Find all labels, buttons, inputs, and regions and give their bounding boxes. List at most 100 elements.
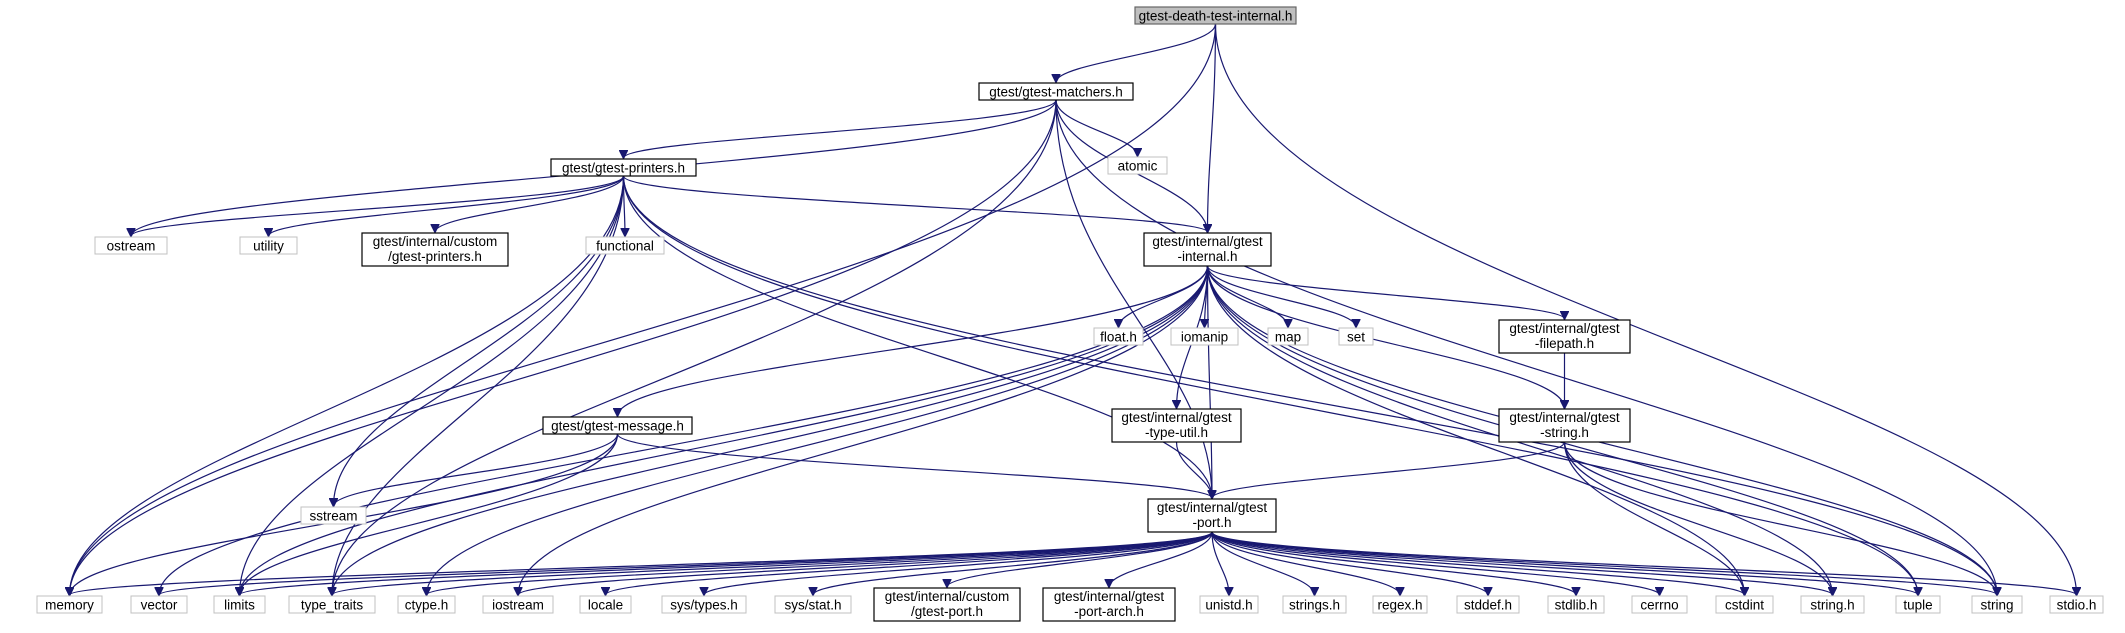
node-box (36, 595, 103, 614)
node-gtest-gtest-matchers-h[interactable]: gtest/gtest-matchers.h (978, 82, 1134, 101)
edge-gstring-to-string (1563, 441, 1998, 595)
edge-port-to-custom_port (947, 531, 1213, 587)
node-box (661, 595, 747, 614)
node-ctype-h: ctype.h (397, 595, 456, 614)
edge-printers-to-utility (269, 175, 625, 236)
node-label: -filepath.h (1535, 336, 1594, 351)
node-stdio-h: stdio.h (2049, 595, 2104, 614)
node-vector: vector (130, 595, 188, 614)
node-box (1134, 6, 1297, 25)
node-stddef-h: stddef.h (1456, 595, 1520, 614)
edge-root-to-matchers (1056, 23, 1217, 82)
node-float-h: float.h (1093, 327, 1144, 346)
edge-internal-to-stringh (1206, 265, 1833, 595)
node-gtest-gtest-message-h[interactable]: gtest/gtest-message.h (542, 416, 693, 435)
node-label: gtest/internal/custom (373, 234, 498, 249)
node-label: gtest-death-test-internal.h (1139, 9, 1293, 24)
node-label: functional (596, 239, 654, 254)
node-gtest-internal-gtest-filepath-h[interactable]: gtest/internal/gtest-filepath.h (1498, 319, 1631, 354)
node-label: unistd.h (1205, 598, 1252, 613)
edge-internal-to-tuple (1206, 265, 1919, 595)
edge-matchers-to-port (1055, 99, 1212, 498)
edge-port-to-limits (240, 531, 1213, 595)
node-label: sstream (309, 509, 357, 524)
edge-internal-to-port (1206, 265, 1213, 498)
node-box (978, 82, 1134, 101)
node-label: cerrno (1640, 598, 1678, 613)
node-box (1498, 408, 1631, 443)
node-gtest-gtest-printers-h[interactable]: gtest/gtest-printers.h (550, 158, 697, 177)
edge-printers-to-tuple (622, 175, 1919, 595)
edge-printers-to-string (622, 175, 1998, 595)
edge-port-to-ctype (427, 531, 1213, 595)
edge-printers-to-ostream (131, 175, 625, 236)
edge-printers-to-sstream (334, 175, 625, 506)
node-label: limits (224, 598, 255, 613)
edge-port-to-systypes (704, 531, 1213, 595)
node-label: gtest/internal/gtest (1121, 410, 1232, 425)
node-box (1971, 595, 2023, 614)
node-ostream: ostream (94, 236, 168, 255)
edge-port-to-stdlib (1211, 531, 1576, 595)
node-gtest-internal-gtest-internal-h[interactable]: gtest/internal/gtest-internal.h (1143, 232, 1272, 267)
edge-port-to-locale (606, 531, 1213, 595)
node-box (213, 595, 266, 614)
node-label: map (1275, 330, 1301, 345)
edge-port-to-vector (159, 531, 1213, 595)
edge-message-to-sstream (334, 433, 619, 506)
edge-message-to-port (616, 433, 1213, 498)
node-gtest-internal-gtest-port-h[interactable]: gtest/internal/gtest-port.h (1147, 498, 1277, 533)
node-unistd-h: unistd.h (1199, 595, 1259, 614)
node-label: strings.h (1289, 598, 1340, 613)
edge-internal-to-map (1206, 265, 1289, 327)
node-gtest-internal-gtest-port-arch-h[interactable]: gtest/internal/gtest-port-arch.h (1042, 587, 1176, 622)
node-box (1107, 156, 1168, 175)
node-box (579, 595, 632, 614)
edge-root-to-memory (70, 23, 1217, 595)
node-set: set (1338, 327, 1374, 346)
node-box (1715, 595, 1774, 614)
node-functional: functional (585, 236, 665, 255)
edge-port-to-regex (1211, 531, 1400, 595)
node-box (288, 595, 376, 614)
node-strings-h: strings.h (1282, 595, 1347, 614)
node-gtest-internal-gtest-type-util-h[interactable]: gtest/internal/gtest-type-util.h (1111, 408, 1242, 443)
edge-internal-to-cstdint (1206, 265, 1745, 595)
node-box (361, 232, 509, 267)
node-limits: limits (213, 595, 266, 614)
node-label: set (1347, 330, 1365, 345)
node-gtest-internal-custom-gtest-printers-h[interactable]: gtest/internal/custom/gtest-printers.h (361, 232, 509, 267)
edge-root-to-stdio (1214, 23, 2077, 595)
node-gtest-death-test-internal-h[interactable]: gtest-death-test-internal.h (1134, 6, 1297, 25)
node-label: gtest/internal/custom (885, 589, 1010, 604)
edge-port-to-cstdint (1211, 531, 1745, 595)
node-box (1282, 595, 1347, 614)
edge-port-to-stringh (1211, 531, 1833, 595)
node-string-h: string.h (1800, 595, 1865, 614)
node-box (1338, 327, 1374, 346)
node-box (585, 236, 665, 255)
edge-port-to-tuple (1211, 531, 1918, 595)
node-box (300, 506, 367, 525)
edge-internal-to-set (1206, 265, 1357, 327)
edge-internal-to-limits (240, 265, 1209, 595)
edge-internal-to-ctype (427, 265, 1209, 595)
node-label: stddef.h (1464, 598, 1512, 613)
node-map: map (1267, 327, 1309, 346)
node-type-traits: type_traits (288, 595, 376, 614)
edge-matchers-to-type_traits (332, 99, 1057, 595)
node-gtest-internal-custom-gtest-port-h[interactable]: gtest/internal/custom/gtest-port.h (873, 587, 1021, 622)
node-cerrno: cerrno (1631, 595, 1688, 614)
node-box (1042, 587, 1176, 622)
node-label: sys/types.h (670, 598, 738, 613)
edge-printers-to-custom_printers (435, 175, 625, 232)
edge-internal-to-message (618, 265, 1209, 416)
node-box (397, 595, 456, 614)
node-box (1199, 595, 1259, 614)
node-box (1895, 595, 1941, 614)
node-gtest-internal-gtest-string-h[interactable]: gtest/internal/gtest-string.h (1498, 408, 1631, 443)
edge-internal-to-type_traits (332, 265, 1209, 595)
node-sys-stat-h: sys/stat.h (774, 595, 852, 614)
edge-internal-to-string (1206, 265, 1998, 595)
node-label: float.h (1100, 330, 1137, 345)
